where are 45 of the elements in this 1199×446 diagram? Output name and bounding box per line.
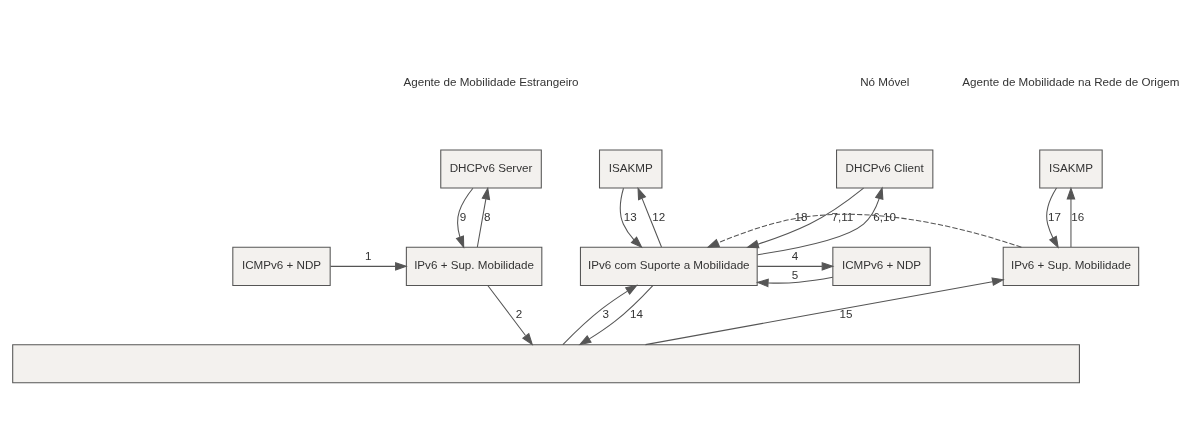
arrow bbox=[1046, 187, 1059, 249]
edge-label: 2 bbox=[515, 306, 523, 320]
node-box: IPv6 com Suporte a Mobilidade bbox=[579, 246, 758, 286]
node-box: ISAKMP bbox=[1039, 148, 1103, 189]
arrow bbox=[746, 187, 865, 248]
arrow bbox=[455, 187, 474, 249]
edge-label: 13 bbox=[623, 209, 637, 223]
node-box: IPv6 + Sup. Mobilidade bbox=[405, 246, 543, 286]
node-box: ISAKMP bbox=[598, 148, 663, 189]
arrow bbox=[637, 186, 662, 247]
arrow bbox=[1066, 186, 1076, 247]
edge-label: 17 bbox=[1048, 209, 1062, 223]
arrow bbox=[756, 261, 835, 271]
edge-label: 6,10 bbox=[873, 209, 897, 223]
node-box: DHCPv6 Client bbox=[836, 148, 934, 189]
arrow bbox=[562, 284, 639, 345]
edge-label: 1 bbox=[365, 248, 372, 262]
edge-label: 9 bbox=[459, 209, 467, 223]
arrow bbox=[487, 284, 534, 346]
node-box: ICMPv6 + NDP bbox=[832, 246, 931, 286]
arrow bbox=[578, 284, 654, 345]
label: Agente de Mobilidade na Rede de Origem bbox=[962, 74, 1180, 88]
edge-label: 4 bbox=[791, 248, 799, 262]
edge-label: 3 bbox=[602, 306, 610, 320]
edge-label: 14 bbox=[630, 306, 644, 320]
edge-label: 5 bbox=[791, 267, 799, 281]
label: Nó Móvel bbox=[860, 74, 910, 88]
arrow bbox=[330, 261, 408, 271]
edge-label: 7,11 bbox=[831, 209, 854, 223]
node-box: ICMPv6 + NDP bbox=[232, 246, 331, 286]
arrow bbox=[755, 276, 834, 287]
edge-label: 15 bbox=[839, 306, 853, 320]
arrow bbox=[476, 186, 491, 247]
edge-label: 16 bbox=[1071, 209, 1085, 223]
node-box: DHCPv6 Server bbox=[440, 148, 542, 189]
arrow bbox=[644, 276, 1005, 345]
edge-label: 12 bbox=[652, 209, 666, 223]
arrow bbox=[619, 187, 643, 248]
label: Agente de Mobilidade Estrangeiro bbox=[403, 74, 579, 88]
edge-label: 18 bbox=[794, 209, 808, 223]
arrow bbox=[706, 213, 1022, 248]
arrow bbox=[757, 186, 884, 255]
node-box: IPv6 + Sup. Mobilidade bbox=[1002, 246, 1140, 286]
edge-label: 8 bbox=[484, 209, 491, 223]
node-box bbox=[12, 343, 1080, 383]
